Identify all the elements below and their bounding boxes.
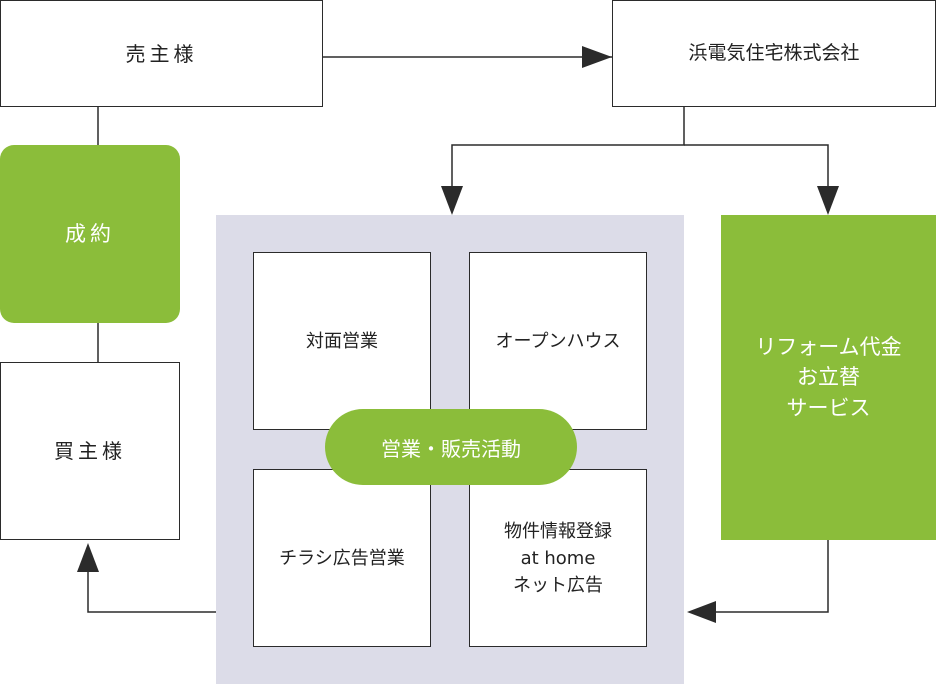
arrowhead-company [582,46,612,68]
property-registration-line-2: at home [520,547,596,569]
face-sales-box: 対面営業 [253,252,431,430]
arrowhead-buyer [77,543,99,572]
sales-activity-label: 営業・販売活動 [381,436,521,461]
buyer-label: 買主様 [54,439,126,463]
buyer-box: 買主様 [0,362,180,540]
property-registration-line-3: ネット広告 [513,574,603,596]
property-registration-line-1: 物件情報登録 [504,520,612,542]
reform-service-line-2: お立替 [797,365,860,390]
arrow-sales-to-buyer [87,568,216,613]
reform-service-line-3: サービス [786,395,871,420]
open-house-box: オープンハウス [469,252,647,430]
reform-service-line-1: リフォーム代金 [755,334,902,359]
company-box: 浜電気住宅株式会社 [612,0,936,107]
contract-box: 成約 [0,145,180,323]
property-registration-box: 物件情報登録 at home ネット広告 [469,469,647,647]
face-sales-label: 対面営業 [306,330,378,352]
arrow-company-to-sales [451,107,685,190]
arrow-company-to-reform [684,144,829,190]
seller-label: 売主様 [125,41,198,66]
company-label: 浜電気住宅株式会社 [688,42,860,65]
reform-service-box: リフォーム代金 お立替 サービス [721,215,936,540]
sales-activity-pill: 営業・販売活動 [325,409,577,485]
arrow-reform-to-sales [712,540,829,613]
arrowhead-sales-panel [687,601,716,623]
contract-label: 成約 [65,221,115,246]
flyer-box: チラシ広告営業 [253,469,431,647]
open-house-label: オープンハウス [495,330,621,352]
flyer-label: チラシ広告営業 [279,547,405,569]
arrowhead-reform [817,186,839,215]
seller-box: 売主様 [0,0,323,107]
arrowhead-sales [441,186,463,215]
